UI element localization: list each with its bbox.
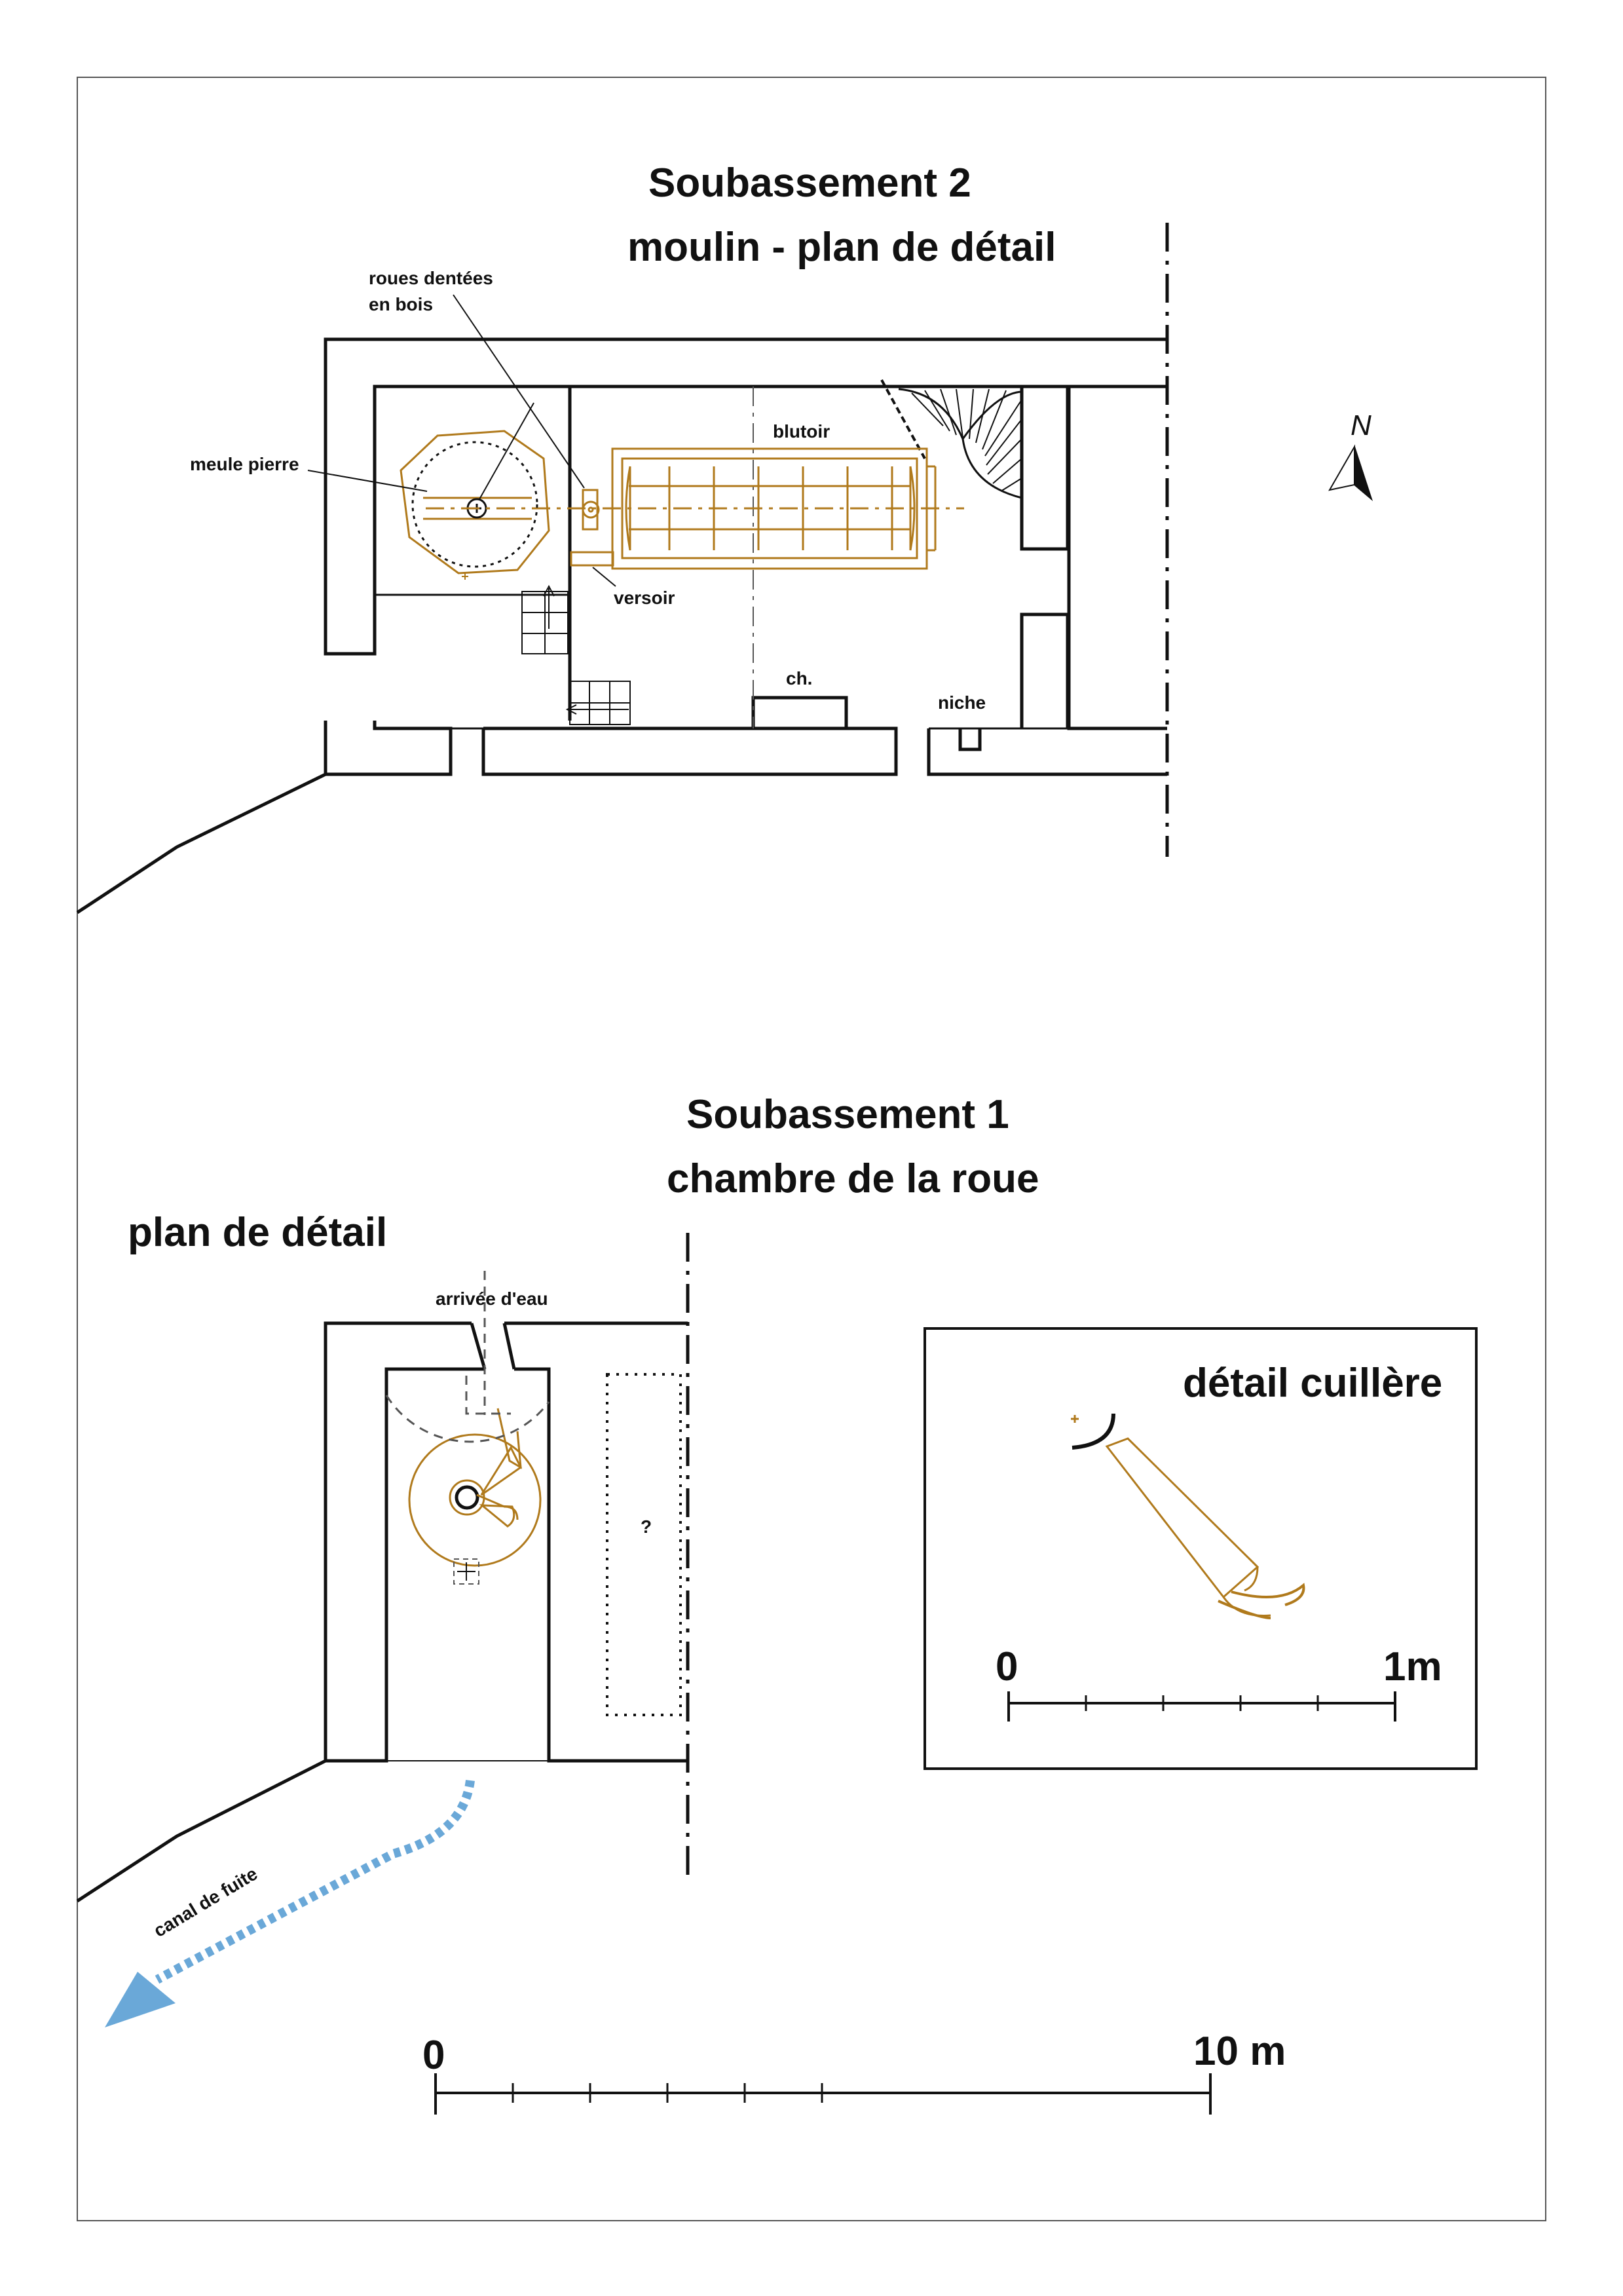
label-meule: meule pierre [190, 454, 299, 474]
leader-lines-upper [307, 294, 616, 587]
lower-title-line2: chambre de la roue [667, 1156, 1039, 1201]
spiral-staircase [880, 379, 1022, 499]
mill-machinery [400, 430, 964, 580]
label-arrivee: arrivée d'eau [436, 1289, 548, 1309]
water-wheel [385, 1271, 550, 1585]
detail-scale-start: 0 [996, 1644, 1018, 1689]
north-label: N [1351, 409, 1371, 442]
upper-title-line1: Soubassement 2 [648, 160, 971, 206]
label-roues-line1: roues dentées [369, 268, 493, 288]
unknown-room-outline [606, 1373, 682, 1716]
lower-title-line1: Soubassement 1 [686, 1092, 1009, 1137]
small-stairs-1 [521, 584, 569, 654]
cuillere-drawing [1071, 1413, 1305, 1619]
versoir-spout [570, 551, 614, 567]
label-versoir: versoir [614, 588, 675, 608]
small-stairs-2 [565, 681, 631, 725]
main-scale-start: 0 [422, 2033, 445, 2078]
tailrace-arrow [105, 1779, 475, 2027]
main-scale-end: 10 m [1193, 2029, 1286, 2074]
detail-scale-end: 1m [1383, 1644, 1442, 1689]
lower-walls [324, 1321, 688, 1763]
millstone-housing [400, 430, 550, 574]
terrain-line-upper [76, 772, 327, 914]
label-niche: niche [938, 692, 986, 713]
lower-plan: Soubassement 1 chambre de la roue plan d… [76, 1092, 1039, 2027]
north-arrow: N [1328, 409, 1373, 502]
detail-box: détail cuillère 0 1m [923, 1327, 1478, 1770]
upper-walls [324, 337, 1167, 776]
terrain-line-lower [76, 1759, 327, 1903]
detail-scale-bar: 0 1m [996, 1644, 1442, 1722]
label-blutoir: blutoir [773, 421, 830, 442]
upper-title-line2: moulin - plan de détail [627, 225, 1056, 270]
label-canal: canal de fuite [150, 1863, 261, 1941]
lower-subtitle: plan de détail [128, 1210, 387, 1255]
label-cheminee: ch. [786, 668, 812, 688]
label-unknown: ? [641, 1516, 652, 1537]
upper-plan: Soubassement 2 moulin - plan de détail [76, 160, 1169, 914]
detail-title: détail cuillère [1183, 1361, 1442, 1406]
sheet-border [77, 77, 1546, 2221]
detail-box-frame [923, 1327, 1478, 1770]
millstone-dashed-circle [411, 441, 538, 568]
label-roues-line2: en bois [369, 294, 433, 314]
main-scale-bar: 0 10 m [422, 2029, 1286, 2115]
